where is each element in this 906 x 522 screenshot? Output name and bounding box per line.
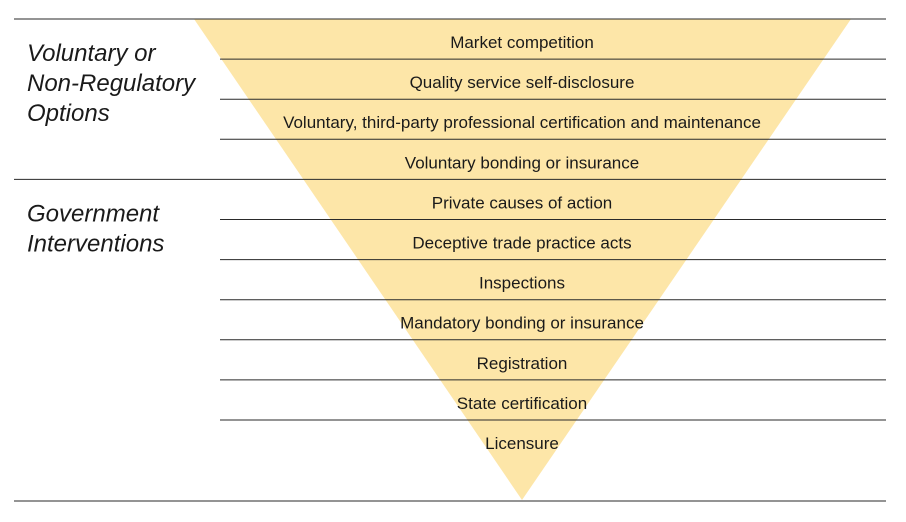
pyramid-row-label: Voluntary, third-party professional cert… [283, 113, 761, 132]
group-label-line: Interventions [27, 230, 164, 257]
pyramid-row-label: Quality service self-disclosure [410, 73, 635, 92]
group-label-line: Options [27, 100, 110, 127]
pyramid-row-label: Market competition [450, 33, 594, 52]
pyramid-row-label: Private causes of action [432, 193, 612, 212]
group-labels: Voluntary or Non-RegulatoryOptionsGovernm… [27, 40, 197, 257]
pyramid-row-label: Inspections [479, 274, 565, 293]
pyramid-row-label: State certification [457, 394, 587, 413]
pyramid-row-label: Deceptive trade practice acts [412, 234, 631, 253]
pyramid-row-label: Mandatory bonding or insurance [400, 314, 644, 333]
pyramid-row-label: Licensure [485, 434, 559, 453]
group-label-line: Non-Regulatory [27, 70, 197, 97]
group-label-line: Voluntary or [27, 40, 157, 67]
pyramid-row-label: Registration [477, 354, 568, 373]
pyramid-row-label: Voluntary bonding or insurance [405, 153, 639, 172]
group-label-line: Government [27, 200, 160, 227]
divider-lines [14, 18, 886, 502]
